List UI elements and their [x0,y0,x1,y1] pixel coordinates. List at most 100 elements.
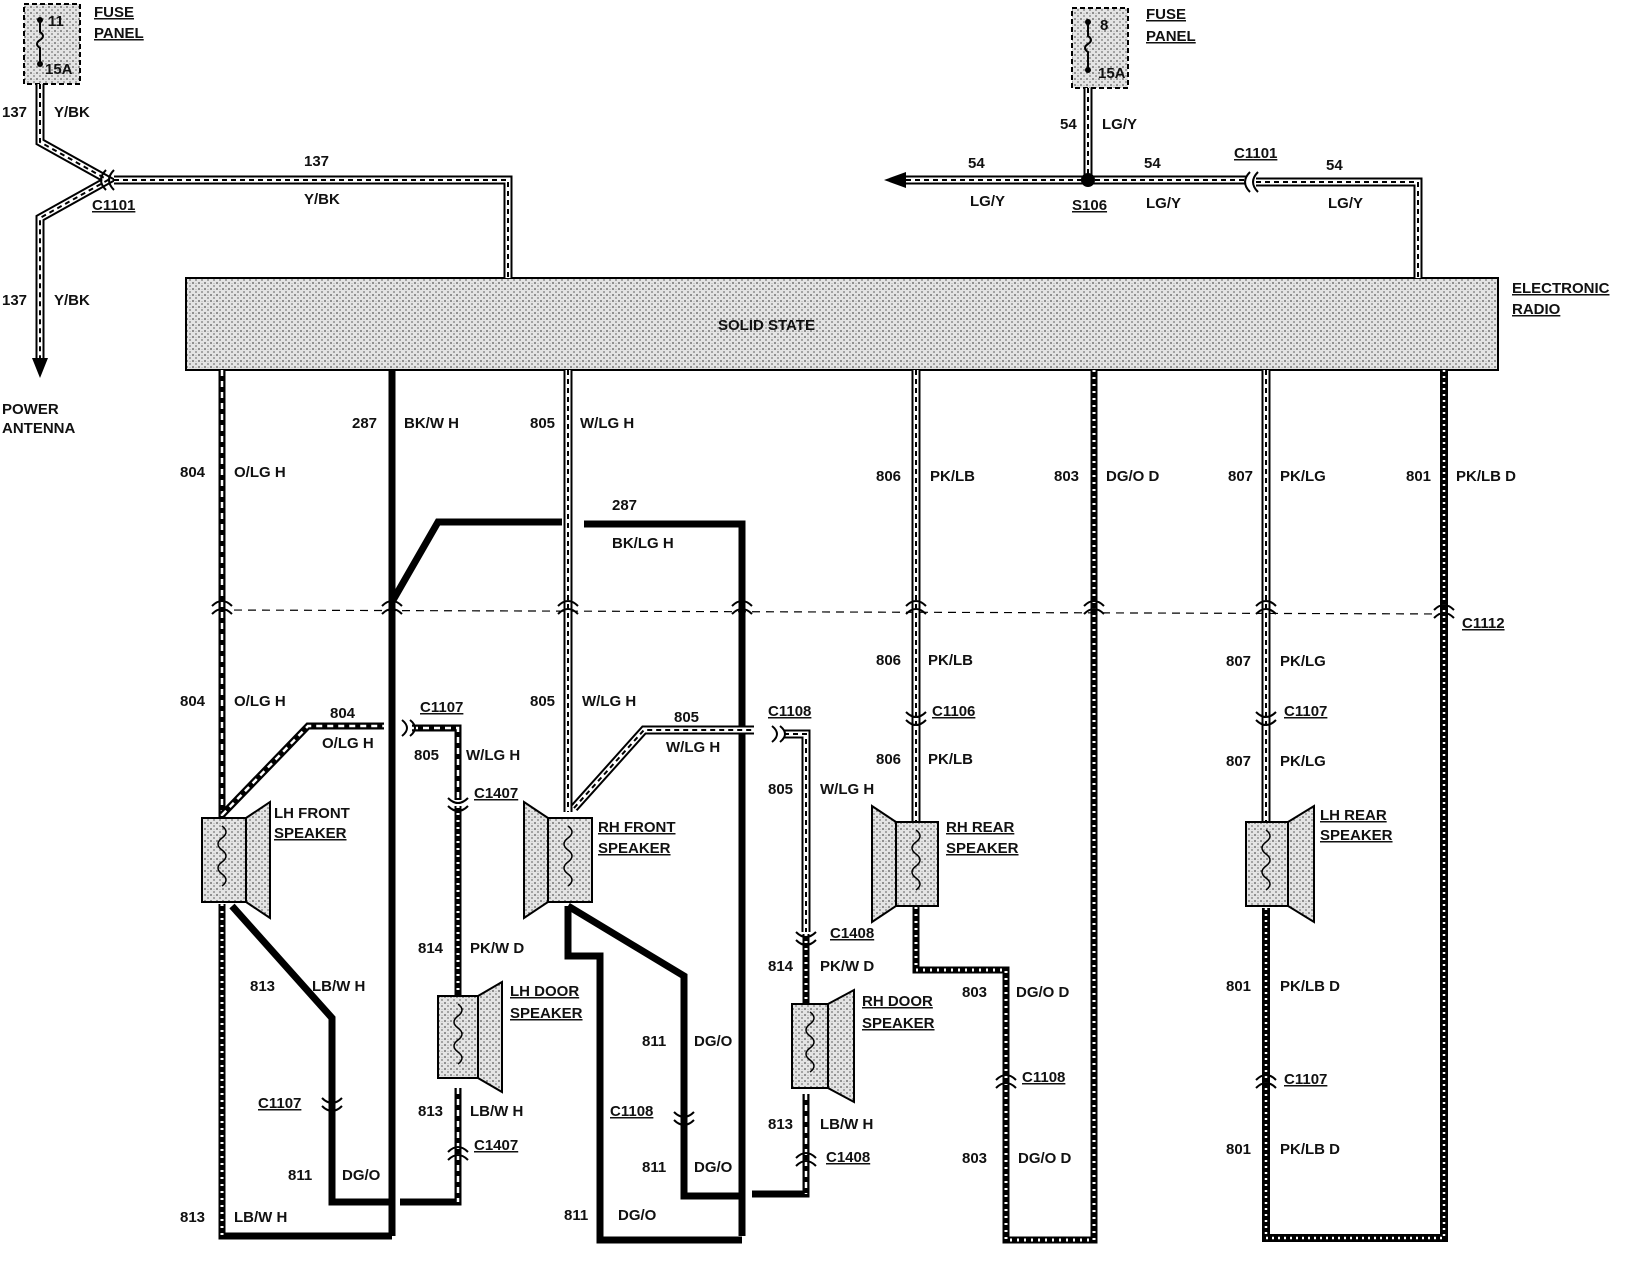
w811-d-col: DG/O [618,1207,657,1224]
w805-b-num: 805 [530,693,555,710]
wire-801 [1262,370,1448,1242]
w811-b-col: DG/O [694,1033,733,1050]
speaker-rh-front [523,800,593,920]
w805-a-col: W/LG H [580,415,634,432]
w805-e-num: 805 [768,781,793,798]
w804-c-num: 804 [330,705,356,722]
w811-c-col: DG/O [694,1159,733,1176]
lh-front-line-2: SPEAKER [274,825,347,842]
rh-front-line-1: RH FRONT [598,819,676,836]
w803-c-col: DG/O D [1018,1150,1072,1167]
w54-top-col: LG/Y [1102,116,1137,133]
other-connector-marks [321,711,1277,1167]
w805-e-col: W/LG H [820,781,874,798]
speaker-lh-rear [1245,804,1315,924]
w807-c-num: 807 [1226,753,1251,770]
lh-rear-line-1: LH REAR [1320,807,1387,824]
radio-name-2: RADIO [1512,301,1561,318]
speaker-lh-door [437,980,503,1094]
w137-mid-num: 137 [304,153,329,170]
rh-front-line-2: SPEAKER [598,840,671,857]
antenna-line-2: ANTENNA [2,420,75,437]
fuse-right-number: 8 [1100,17,1108,34]
w811-b-num: 811 [642,1033,666,1050]
fuse-right-rating: 15A [1098,65,1126,82]
connector-c1112-marks [211,600,1455,619]
w801-b-num: 801 [1226,978,1251,995]
w54-right-col: LG/Y [1328,195,1363,212]
splice-s106-dot [1081,173,1095,187]
w814-a-num: 814 [418,940,444,957]
fuse-panel-right: 8 15A [1071,7,1129,89]
w814-b-num: 814 [768,958,794,975]
electronic-radio-block [185,277,1499,371]
w803-b-num: 803 [962,984,987,1001]
lh-door-line-2: SPEAKER [510,1005,583,1022]
w137-top-num: 137 [2,104,27,121]
w137-bot-num: 137 [2,292,27,309]
wire-803 [912,370,1098,1244]
wire-804 [218,370,384,820]
w137-top-col: Y/BK [54,104,90,121]
connector-c1101-right [1244,171,1259,193]
fuse-right-title-1: FUSE [1146,6,1186,23]
w814-a-col: PK/W D [470,940,524,957]
w805-c-num: 805 [674,709,699,726]
c1108-a-label: C1108 [768,703,811,720]
w801-a-col: PK/LB D [1456,468,1516,485]
w54-mid-num: 54 [1144,155,1161,172]
s106-label: S106 [1072,197,1107,214]
w803-a-num: 803 [1054,468,1079,485]
w813-c-num: 813 [418,1103,443,1120]
w814-b-col: PK/W D [820,958,874,975]
rh-door-line-1: RH DOOR [862,993,933,1010]
speaker-rh-rear [871,804,939,924]
w813-a-num: 813 [250,978,275,995]
w813-a-col: LB/W H [312,978,365,995]
w807-a-col: PK/LG [1280,468,1326,485]
fuse-panel-left: 11 15A [23,3,81,85]
w806-c-num: 806 [876,751,901,768]
wire-805 [412,370,811,932]
w813-d-num: 813 [768,1116,793,1133]
w805-d-col: W/LG H [466,747,520,764]
c1408-b-label: C1408 [826,1149,870,1166]
w807-b-col: PK/LG [1280,653,1326,670]
w806-a-col: PK/LB [930,468,975,485]
w805-b-col: W/LG H [582,693,636,710]
c1408-a-label: C1408 [830,925,874,942]
connector-c1112-line [219,609,1449,615]
w806-b-num: 806 [876,652,901,669]
w804-a-num: 804 [180,464,206,481]
w801-c-num: 801 [1226,1141,1251,1158]
w811-c-num: 811 [642,1159,666,1176]
w801-a-num: 801 [1406,468,1431,485]
c1407-b-label: C1407 [474,1137,518,1154]
w801-c-col: PK/LB D [1280,1141,1340,1158]
w54-mid-col: LG/Y [1146,195,1181,212]
c1107-c-label: C1107 [258,1095,301,1112]
wire-54 [884,88,1423,278]
w806-b-col: PK/LB [928,652,973,669]
w804-b-num: 804 [180,693,206,710]
w813-d-col: LB/W H [820,1116,873,1133]
w813-c-col: LB/W H [470,1103,523,1120]
radio-center-label: SOLID STATE [718,317,815,334]
fuse-left-title-1: FUSE [94,4,134,21]
radio-name-1: ELECTRONIC [1512,280,1610,297]
c1107-d-label: C1107 [1284,1071,1327,1088]
w813-b-col: LB/W H [234,1209,287,1226]
antenna-line-1: POWER [2,401,59,418]
w804-c-col: O/LG H [322,735,374,752]
c1106-label: C1106 [932,703,975,720]
w803-b-col: DG/O D [1016,984,1070,1001]
wire-813 [218,904,810,1240]
w807-a-num: 807 [1228,468,1253,485]
w813-b-num: 813 [180,1209,205,1226]
w804-a-col: O/LG H [234,464,286,481]
fuse-right-title-2: PANEL [1146,28,1196,45]
w805-d-num: 805 [414,747,439,764]
c1101-right-label: C1101 [1234,145,1277,162]
w54-top-num: 54 [1060,116,1077,133]
